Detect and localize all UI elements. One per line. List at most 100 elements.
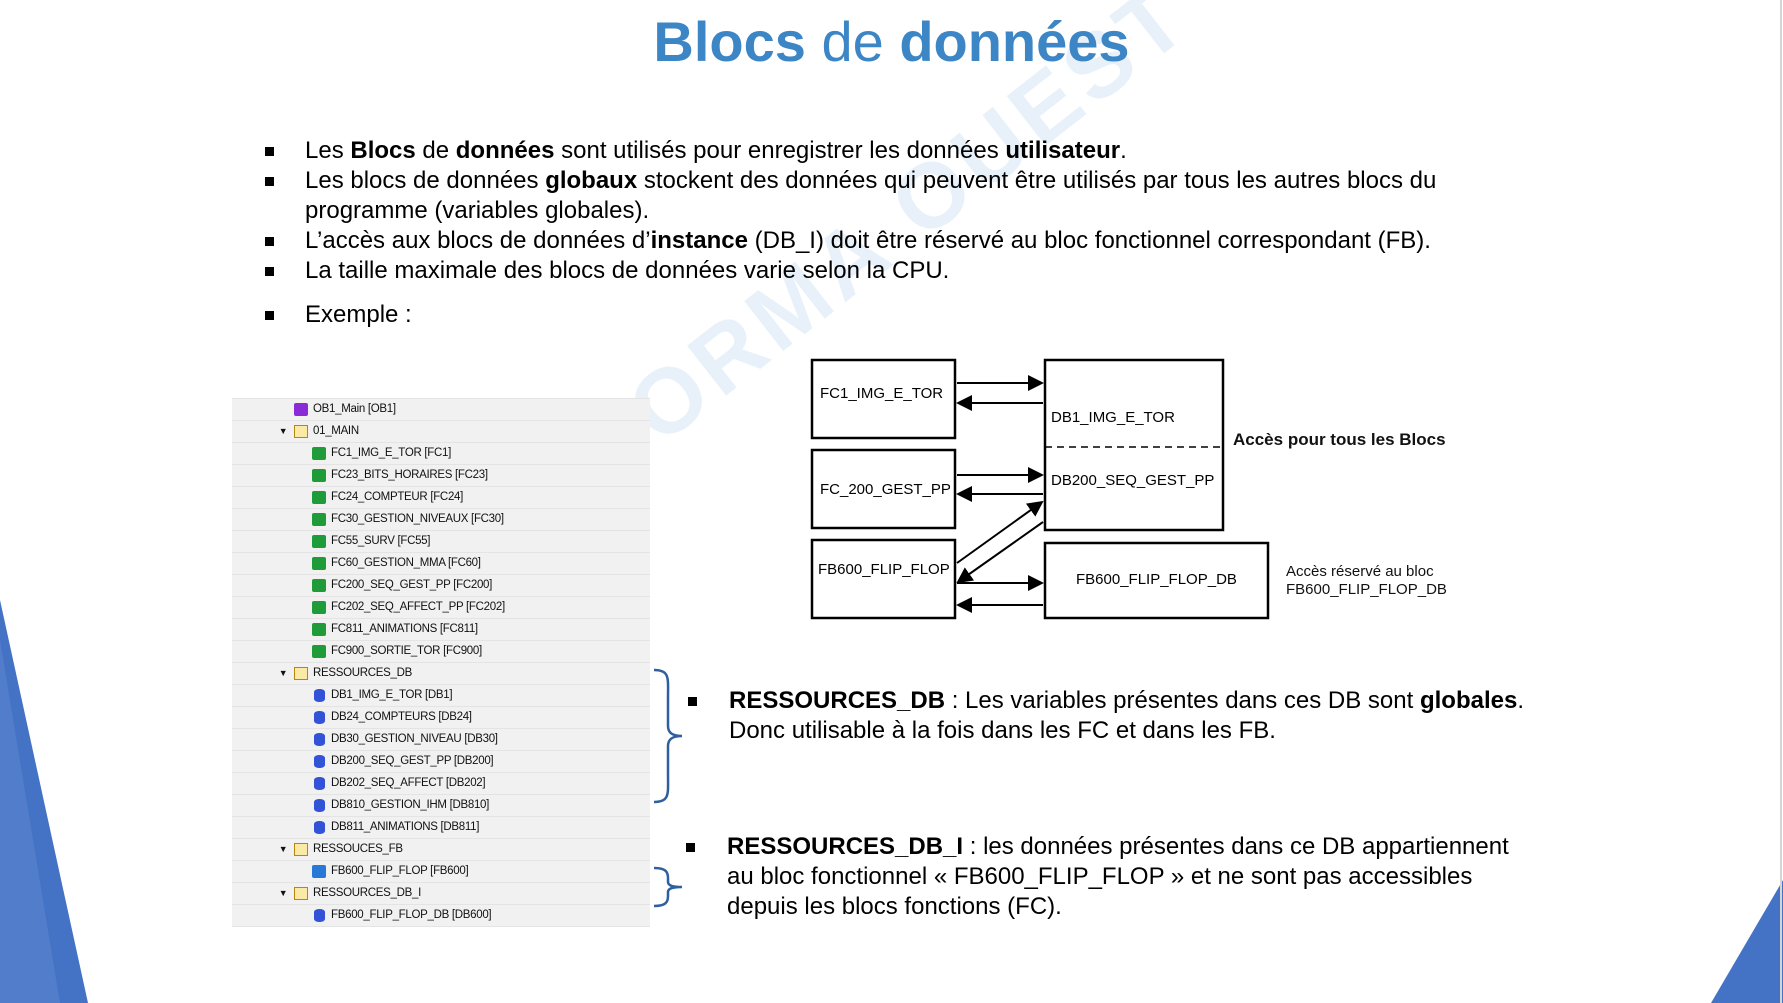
tree-item-label: DB200_SEQ_GEST_PP [DB200] xyxy=(331,755,494,767)
fc200-box xyxy=(810,448,957,530)
block-access-diagram: FC1_IMG_E_TOR FC_200_GEST_PP FB600_FLIP_… xyxy=(810,358,1447,620)
text-segment: Les xyxy=(305,137,351,164)
text-segment: . xyxy=(1120,137,1127,164)
fb600db-label: FB600_FLIP_FLOP_DB xyxy=(1076,571,1237,588)
tree-item-label: OB1_Main [OB1] xyxy=(313,403,396,415)
tree-item-label: DB811_ANIMATIONS [DB811] xyxy=(331,821,480,833)
tree-item[interactable]: FC1_IMG_E_TOR [FC1] xyxy=(232,443,650,465)
bold-text: utilisateur xyxy=(1005,137,1121,164)
db-block-icon xyxy=(314,733,325,746)
db-block-icon xyxy=(314,909,325,922)
fc-block-icon xyxy=(312,623,326,636)
text-segment: Les blocs de données xyxy=(305,167,546,194)
global-access-note: Accès pour tous les Blocs xyxy=(1233,430,1446,449)
text-segment: (DB_I) doit être réservé au bloc fonctio… xyxy=(747,227,1431,254)
bold-text: données xyxy=(455,137,555,164)
tree-item[interactable]: FC60_GESTION_MMA [FC60] xyxy=(232,553,650,575)
folder-icon xyxy=(294,425,308,438)
tree-item[interactable]: DB810_GESTION_IHM [DB810] xyxy=(232,795,650,817)
text-segment: : Les variables présentes dans ces DB so… xyxy=(945,687,1420,714)
tree-item-label: DB1_IMG_E_TOR [DB1] xyxy=(331,689,453,701)
tree-item[interactable]: FB600_FLIP_FLOP_DB [DB600] xyxy=(232,905,650,927)
tree-item-label: FC30_GESTION_NIVEAUX [FC30] xyxy=(331,513,504,525)
left-corner-decoration xyxy=(0,600,88,1003)
tree-item[interactable]: FC23_BITS_HORAIRES [FC23] xyxy=(232,465,650,487)
folder-icon xyxy=(294,843,308,856)
tree-item-label: DB810_GESTION_IHM [DB810] xyxy=(331,799,490,811)
fc-block-icon xyxy=(312,557,326,570)
reserved-access-note-2: FB600_FLIP_FLOP_DB xyxy=(1286,581,1447,598)
fc200-label: FC_200_GEST_PP xyxy=(820,481,951,498)
text-segment: La taille maximale des blocs de données … xyxy=(305,257,950,284)
text-segment: Exemple : xyxy=(305,301,412,328)
fc-block-icon xyxy=(312,535,326,548)
tree-item-label: DB24_COMPTEURS [DB24] xyxy=(331,711,472,723)
tree-item[interactable]: FB600_FLIP_FLOP [FB600] xyxy=(232,861,650,883)
text-segment: L’accès aux blocs de données d’ xyxy=(305,227,651,254)
text-segment: stockent des données qui peuvent être ut… xyxy=(305,167,1437,224)
ob-block-icon xyxy=(294,403,308,416)
tree-item-label: FC200_SEQ_GEST_PP [FC200] xyxy=(331,579,493,591)
text-segment: . Donc utilisable à la fois dans les FC … xyxy=(729,687,1524,744)
fc-block-icon xyxy=(312,601,326,614)
bullet-item: Les Blocs de données sont utilisés pour … xyxy=(265,136,1525,166)
note-ressources-db-i: RESSOURCES_DB_I : les données présentes … xyxy=(686,832,1566,922)
chevron-down-icon[interactable]: ▼ xyxy=(278,426,288,436)
tree-item[interactable]: FC200_SEQ_GEST_PP [FC200] xyxy=(232,575,650,597)
bullet-square xyxy=(686,843,695,852)
tree-item[interactable]: FC30_GESTION_NIVEAUX [FC30] xyxy=(232,509,650,531)
brace-db-icon xyxy=(653,668,683,804)
tree-item[interactable]: FC55_SURV [FC55] xyxy=(232,531,650,553)
tree-item-label: FC60_GESTION_MMA [FC60] xyxy=(331,557,481,569)
tree-item-label: FB600_FLIP_FLOP_DB [DB600] xyxy=(331,909,492,921)
tree-item[interactable]: FC202_SEQ_AFFECT_PP [FC202] xyxy=(232,597,650,619)
text-segment: de xyxy=(415,137,456,164)
tree-item-label: FC202_SEQ_AFFECT_PP [FC202] xyxy=(331,601,505,613)
project-tree: OB1_Main [OB1] ▼ 01_MAIN FC1_IMG_E_TOR [FC1… xyxy=(232,398,650,927)
tree-item-label: FC1_IMG_E_TOR [FC1] xyxy=(331,447,451,459)
db-block-icon xyxy=(314,711,325,724)
tree-item[interactable]: DB24_COMPTEURS [DB24] xyxy=(232,707,650,729)
bullet-item: L’accès aux blocs de données d’instance … xyxy=(265,226,1525,256)
chevron-down-icon[interactable]: ▼ xyxy=(278,668,288,678)
tree-item[interactable]: DB30_GESTION_NIVEAU [DB30] xyxy=(232,729,650,751)
bullet-item: Exemple : xyxy=(265,300,1525,330)
fb600-box xyxy=(810,538,957,620)
tree-item[interactable]: FC900_SORTIE_TOR [FC900] xyxy=(232,641,650,663)
tree-item[interactable]: DB1_IMG_E_TOR [DB1] xyxy=(232,685,650,707)
tree-item[interactable]: DB811_ANIMATIONS [DB811] xyxy=(232,817,650,839)
tree-item-label: FC811_ANIMATIONS [FC811] xyxy=(331,623,478,635)
tree-item[interactable]: FC24_COMPTEUR [FC24] xyxy=(232,487,650,509)
chevron-down-icon[interactable]: ▼ xyxy=(278,888,288,898)
fc-block-icon xyxy=(312,469,326,482)
folder-icon xyxy=(294,887,308,900)
fb600-db-box xyxy=(1043,541,1270,620)
tree-item[interactable]: FC811_ANIMATIONS [FC811] xyxy=(232,619,650,641)
tree-item[interactable]: ▼RESSOUCES_FB xyxy=(232,839,650,861)
tree-item[interactable]: ▼ RESSOURCES_DB_I xyxy=(232,883,650,905)
db200-label: DB200_SEQ_GEST_PP xyxy=(1051,472,1214,489)
bullet-item: Les blocs de données globaux stockent de… xyxy=(265,166,1525,226)
bold-text: globaux xyxy=(545,167,638,194)
note-ressources-db: RESSOURCES_DB : Les variables présentes … xyxy=(688,686,1568,746)
bullet-list: Les Blocs de données sont utilisés pour … xyxy=(265,136,1525,330)
bold-text: RESSOURCES_DB xyxy=(729,687,946,714)
text-segment: sont utilisés pour enregistrer les donné… xyxy=(554,137,1006,164)
fc1-label: FC1_IMG_E_TOR xyxy=(820,385,943,402)
tree-item[interactable]: OB1_Main [OB1] xyxy=(232,399,650,421)
tree-item-label: DB202_SEQ_AFFECT [DB202] xyxy=(331,777,486,789)
fc-block-icon xyxy=(312,579,326,592)
text-segment: : les données présentes dans ce DB appar… xyxy=(727,833,1509,920)
tree-item[interactable]: ▼ 01_MAIN xyxy=(232,421,650,443)
tree-item-label: RESSOURCES_DB xyxy=(313,667,412,679)
tree-item-label: DB30_GESTION_NIVEAU [DB30] xyxy=(331,733,498,745)
tree-item[interactable]: ▼ RESSOURCES_DB xyxy=(232,663,650,685)
tree-item-label: 01_MAIN xyxy=(313,425,359,437)
chevron-down-icon[interactable]: ▼ xyxy=(278,844,288,854)
right-corner-decoration xyxy=(1711,0,1783,1003)
fc-block-icon xyxy=(312,513,326,526)
tree-item-label: RESSOURCES_DB_I xyxy=(313,887,421,899)
tree-item[interactable]: DB202_SEQ_AFFECT [DB202] xyxy=(232,773,650,795)
bold-text: RESSOURCES_DB_I xyxy=(727,833,964,860)
tree-item[interactable]: DB200_SEQ_GEST_PP [DB200] xyxy=(232,751,650,773)
